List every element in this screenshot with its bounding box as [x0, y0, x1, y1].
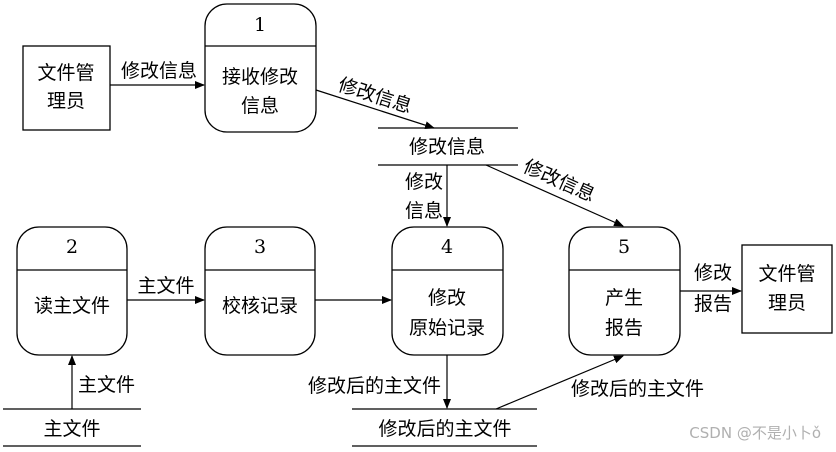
external-entity-left: 文件管 理员: [22, 45, 111, 131]
flow-process-5-to-entity-label-1: 修改: [694, 262, 732, 284]
flow-process-4-to-modified-store: 修改后的主文件: [308, 355, 451, 409]
flow-store-to-process-4: 修改 信息: [405, 165, 451, 227]
data-store-modified-master-file-label: 修改后的主文件: [378, 418, 511, 440]
flow-entity-to-process-1: 修改信息: [110, 60, 205, 89]
process-4: 4 修改 原始记录: [391, 226, 504, 356]
watermark: CSDN @不是小卜ǒ: [689, 424, 821, 442]
process-5-line-2: 报告: [605, 317, 643, 339]
flow-store-to-process-5-label: 修改信息: [520, 155, 598, 206]
flow-process-1-to-store: 修改信息: [315, 74, 435, 130]
flow-modified-store-to-process-5: 修改后的主文件: [495, 355, 704, 410]
flow-process-4-to-modified-store-label: 修改后的主文件: [308, 375, 441, 397]
flow-store-to-process-5: 修改信息: [485, 155, 624, 227]
process-2: 2 读主文件: [16, 226, 128, 356]
flow-process-2-to-process-3: 主文件: [127, 275, 205, 304]
flow-store-to-process-4-label-2: 信息: [405, 200, 443, 222]
process-5: 5 产生 报告: [568, 226, 681, 356]
process-1-line-2: 信息: [241, 95, 279, 117]
process-4-number: 4: [441, 236, 453, 258]
process-1: 1 接收修改 信息: [204, 3, 317, 133]
flow-process-5-to-entity-label-2: 报告: [694, 293, 732, 315]
data-store-master-file: 主文件: [3, 408, 141, 447]
data-store-modify-info-label: 修改信息: [409, 136, 485, 158]
process-2-number: 2: [66, 236, 78, 258]
flow-process-5-to-entity: 修改 报告: [680, 262, 742, 315]
flow-process-1-to-store-label: 修改信息: [335, 74, 414, 118]
flow-modified-store-to-process-5-label: 修改后的主文件: [571, 378, 704, 400]
process-3-line-1: 校核记录: [222, 295, 298, 317]
process-5-line-1: 产生: [605, 287, 643, 309]
process-3: 3 校核记录: [204, 226, 316, 356]
process-2-line-1: 读主文件: [34, 295, 110, 317]
process-5-number: 5: [618, 236, 630, 258]
entity-right-line-2: 理员: [768, 292, 806, 314]
flow-master-file-to-process-2-label: 主文件: [78, 374, 135, 396]
data-store-modified-master-file: 修改后的主文件: [352, 408, 537, 447]
process-4-line-1: 修改: [428, 287, 466, 309]
flow-process-2-to-process-3-label: 主文件: [137, 275, 194, 297]
entity-left-line-2: 理员: [47, 90, 85, 112]
data-store-master-file-label: 主文件: [43, 418, 100, 440]
flow-master-file-to-process-2: 主文件: [68, 355, 135, 409]
process-1-number: 1: [254, 14, 266, 36]
entity-left-line-1: 文件管: [37, 62, 94, 84]
process-4-line-2: 原始记录: [409, 317, 485, 339]
flow-entity-to-process-1-label: 修改信息: [121, 60, 197, 82]
data-store-modify-info: 修改信息: [378, 127, 518, 166]
flow-store-to-process-4-label-1: 修改: [405, 171, 443, 193]
entity-right-line-1: 文件管: [758, 263, 815, 285]
external-entity-right: 文件管 理员: [741, 244, 833, 334]
process-1-line-1: 接收修改: [222, 66, 298, 88]
process-3-number: 3: [254, 236, 266, 258]
